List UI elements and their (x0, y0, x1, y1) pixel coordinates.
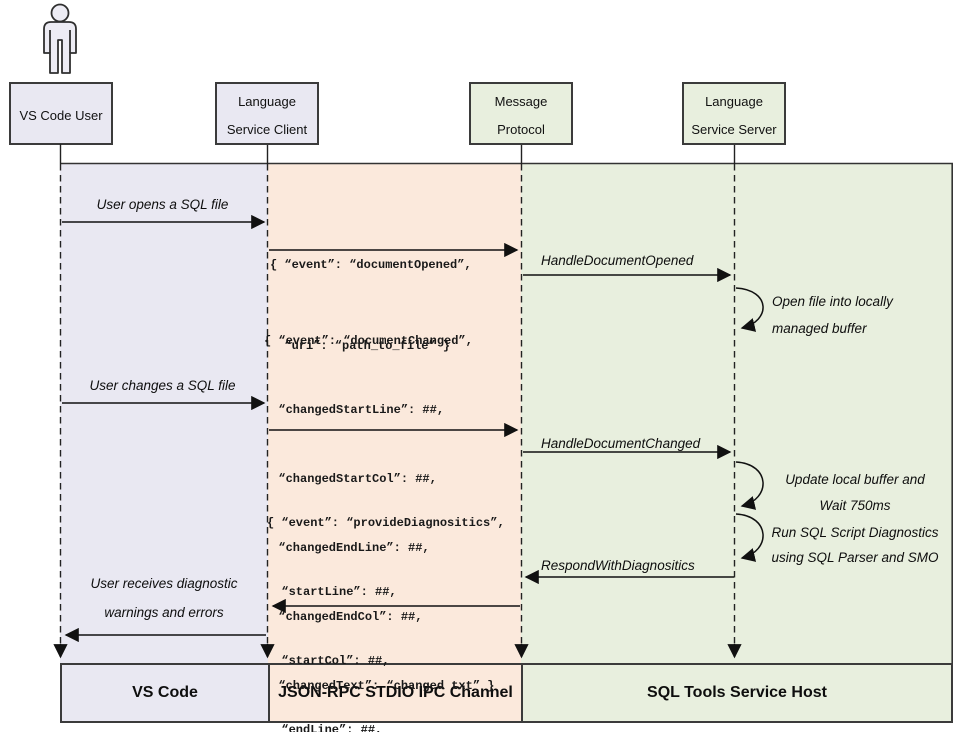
label-open-file-note-1: Open file into locally (772, 294, 893, 309)
label-open-file-note-2: managed buffer (772, 321, 867, 336)
message-line: “changedEndCol”: ##, (264, 610, 423, 624)
message-line: “changedStartLine”: ##, (264, 403, 445, 417)
actor-box-message-protocol: Message Protocol (469, 82, 573, 145)
self-loop-run-diagnostics (735, 513, 764, 562)
label-handle-document-opened: HandleDocumentOpened (541, 253, 694, 268)
label-respond-with-diagnostics: RespondWithDiagnositics (541, 558, 695, 573)
label-user-opens-file: User opens a SQL file (96, 197, 229, 212)
footer-components: VS Code JSON-RPC STDIO IPC Channel SQL T… (60, 663, 953, 723)
lane-json-rpc-channel (268, 164, 521, 663)
user-actor-icon (43, 3, 77, 74)
message-document-opened: { “event”: “documentOpened”, “uri”: “pat… (270, 198, 472, 414)
label-user-receives-1: User receives diagnostic (90, 576, 238, 591)
message-line: “changedText”: “changed txt” } (264, 679, 495, 693)
actor-label-line: Service Server (691, 121, 777, 137)
footer-label: VS Code (132, 684, 198, 701)
label-run-diagnostics-note-2: using SQL Parser and SMO (771, 550, 939, 565)
label-run-diagnostics-note-1: Run SQL Script Diagnostics (771, 525, 939, 540)
message-line: “changedEndLine”: ##, (264, 541, 430, 555)
message-line: { “event”: “documentChanged”, (264, 334, 473, 348)
footer-box-sql-tools-host: SQL Tools Service Host (521, 665, 951, 721)
label-update-buffer-note-2: Wait 750ms (819, 498, 891, 513)
actor-label-line: Service Client (226, 121, 308, 137)
actor-label-line: Message (494, 93, 548, 109)
label-user-changes-file: User changes a SQL file (89, 378, 236, 393)
message-line: { “event”: “provideDiagnositics”, (267, 516, 505, 530)
footer-label: SQL Tools Service Host (647, 684, 827, 701)
lane-sql-tools-host (521, 164, 952, 663)
label-handle-document-changed: HandleDocumentChanged (541, 436, 701, 451)
message-line: “uri”: “path_to_file” } (270, 339, 451, 353)
actor-box-language-service-server: Language Service Server (682, 82, 786, 145)
actor-label-line: Language (238, 93, 296, 109)
actor-label: VS Code User (19, 107, 103, 123)
self-loop-update-buffer (735, 461, 764, 510)
self-loop-open-file (735, 287, 764, 332)
message-line: “changedStartCol”: ##, (264, 472, 437, 486)
label-user-receives-2: warnings and errors (104, 605, 224, 620)
message-line: “startLine”: ##, (267, 585, 397, 599)
message-line: “startCol”: ##, (267, 654, 390, 668)
message-line: “endLine”: ##, (267, 723, 383, 732)
footer-label: JSON-RPC STDIO IPC Channel (278, 684, 513, 701)
footer-box-json-rpc-channel: JSON-RPC STDIO IPC Channel (268, 665, 521, 721)
message-document-changed: { “event”: “documentChanged”, “changedSt… (264, 284, 494, 732)
label-update-buffer-note-1: Update local buffer and (785, 472, 925, 487)
footer-box-vscode: VS Code (62, 665, 268, 721)
message-line: { “event”: “documentOpened”, (270, 258, 472, 272)
actor-label-line: Protocol (497, 121, 545, 137)
message-provide-diagnostics: { “event”: “provideDiagnositics”, “start… (267, 466, 505, 732)
actor-label-line: Language (705, 93, 763, 109)
lane-vscode (60, 164, 268, 663)
actor-box-language-service-client: Language Service Client (215, 82, 319, 145)
